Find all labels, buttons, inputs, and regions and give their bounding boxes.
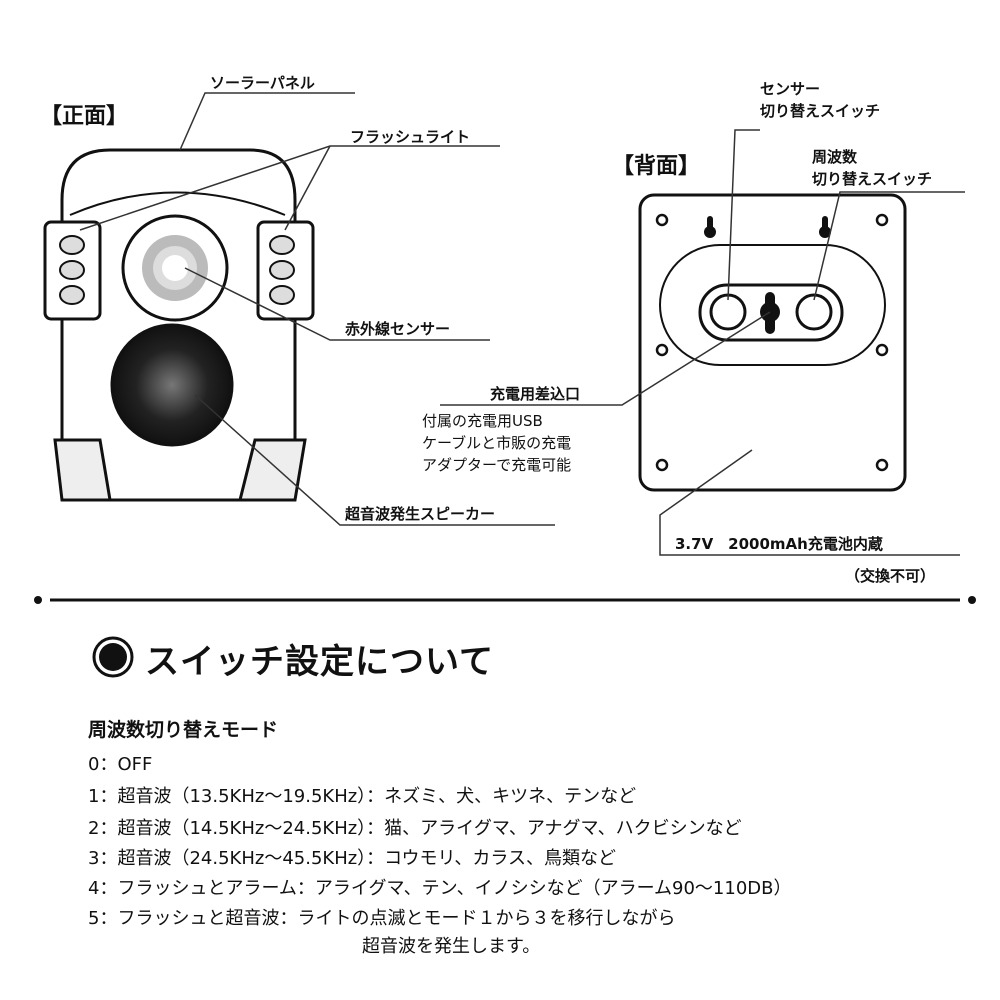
front-title: 【正面】 [40, 104, 129, 129]
label-speaker: 超音波発生スピーカー [345, 505, 496, 523]
label-charge-port: 充電用差込口 [490, 385, 581, 403]
label-battery-note: （交換不可） [845, 567, 936, 585]
mode-item-5-cont: 超音波を発生します。 [362, 936, 541, 957]
charge-note-2: ケーブルと市販の充電 [422, 434, 572, 452]
label-sensor-switch-1: センサー [760, 80, 821, 98]
mode-title: 周波数切り替えモード [88, 719, 279, 741]
section-divider [34, 596, 976, 604]
back-title: 【背面】 [612, 154, 701, 179]
charge-note-3: アダプターで充電可能 [422, 456, 572, 474]
back-callout-lines [440, 129, 965, 556]
label-freq-switch-2: 切り替えスイッチ [812, 170, 933, 188]
label-freq-switch-1: 周波数 [812, 148, 858, 166]
charge-note-1: 付属の充電用USB [422, 412, 543, 430]
mode-item-5: 5：フラッシュと超音波：ライトの点滅とモード１から３を移行しながら [88, 908, 676, 929]
mode-item-4: 4：フラッシュとアラーム：アライグマ、テン、イノシシなど（アラーム90～110D… [88, 878, 792, 899]
mode-item-3: 3：超音波（24.5KHz～45.5KHz）：コウモリ、カラス、鳥類など [88, 848, 617, 869]
label-solar-panel: ソーラーパネル [210, 74, 315, 92]
label-flash-light: フラッシュライト [350, 128, 471, 146]
bullet-circle-icon [92, 636, 134, 678]
back-device [638, 193, 907, 492]
mode-item-1: 1：超音波（13.5KHz～19.5KHz）：ネズミ、犬、キツネ、テンなど [88, 786, 637, 807]
mode-item-0: 0：OFF [88, 754, 153, 775]
label-battery: 3.7V 2000mAh充電池内蔵 [675, 535, 883, 553]
front-device [43, 148, 315, 502]
front-callout-lines [79, 92, 555, 526]
section-title: スイッチ設定について [145, 642, 494, 682]
label-ir-sensor: 赤外線センサー [345, 320, 451, 338]
mode-item-2: 2：超音波（14.5KHz～24.5KHz）：猫、アライグマ、アナグマ、ハクビシ… [88, 818, 742, 839]
label-sensor-switch-2: 切り替えスイッチ [760, 102, 881, 120]
